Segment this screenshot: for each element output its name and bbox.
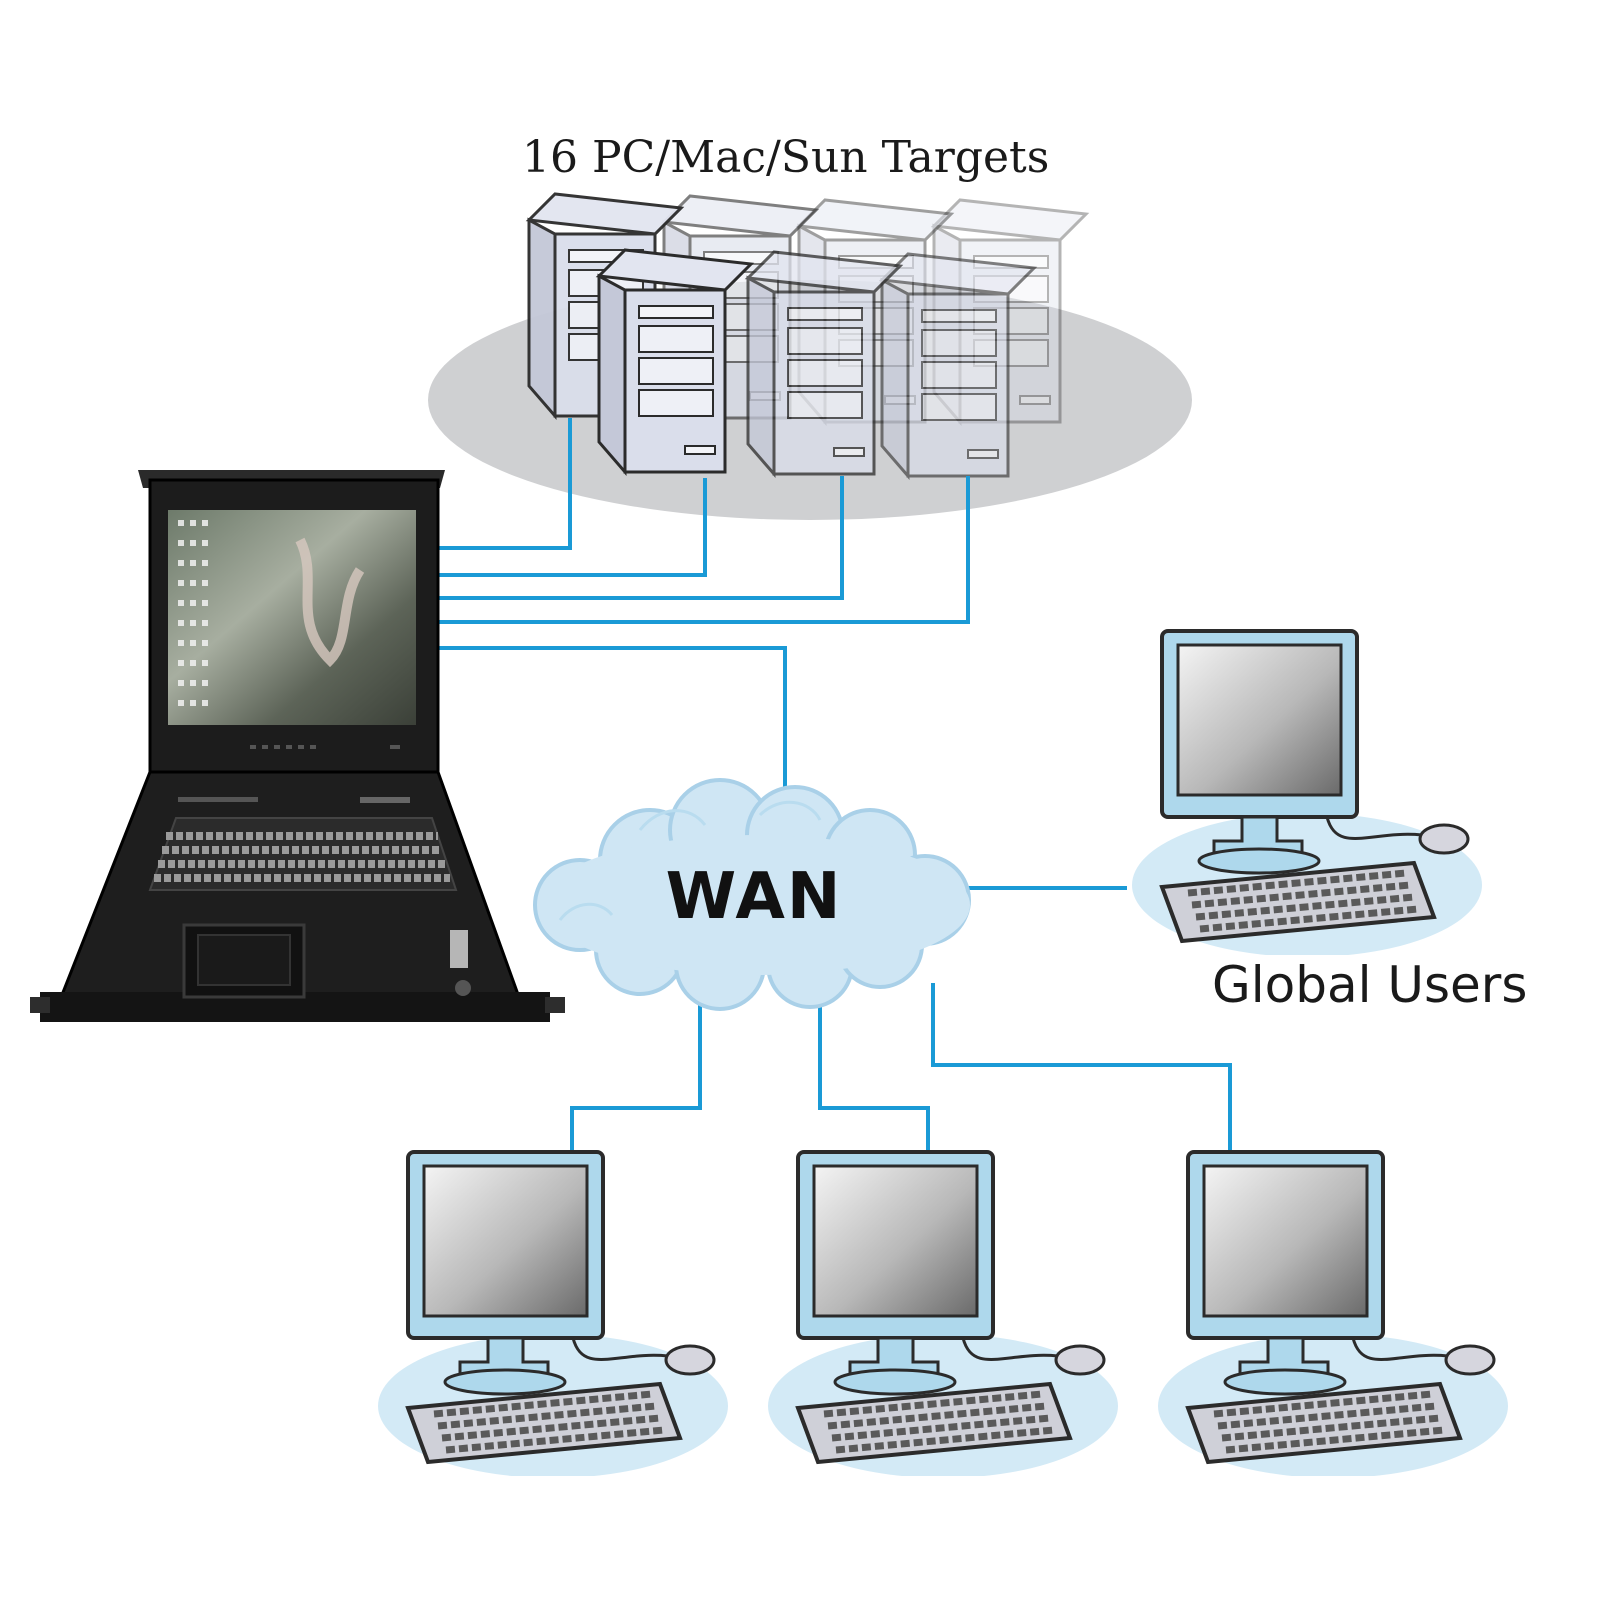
desktop-computer-icon	[768, 1152, 1118, 1478]
wan-label: WAN	[666, 860, 843, 934]
targets-title: 16 PC/Mac/Sun Targets	[522, 132, 1049, 183]
desktop-computer-icon	[1132, 631, 1482, 957]
cable-wan-user-3	[931, 983, 1232, 1162]
cable-wan-user-2	[818, 973, 930, 1162]
cable-server-1	[430, 418, 572, 550]
cable-server-2	[430, 478, 707, 577]
target-servers-group	[428, 192, 1192, 520]
cable-server-4	[430, 476, 970, 624]
global-users-label: Global Users	[1212, 956, 1527, 1014]
cable-server-3	[430, 476, 844, 600]
cloud-icon: WAN	[533, 778, 971, 1011]
cable-wan-user-1	[570, 960, 702, 1162]
desktop-computer-icon	[1158, 1152, 1508, 1478]
kvm-drawer-icon	[30, 470, 565, 1022]
desktop-computer-icon	[378, 1152, 728, 1478]
cable-console-wan	[430, 646, 787, 802]
network-cables	[430, 418, 1232, 1162]
